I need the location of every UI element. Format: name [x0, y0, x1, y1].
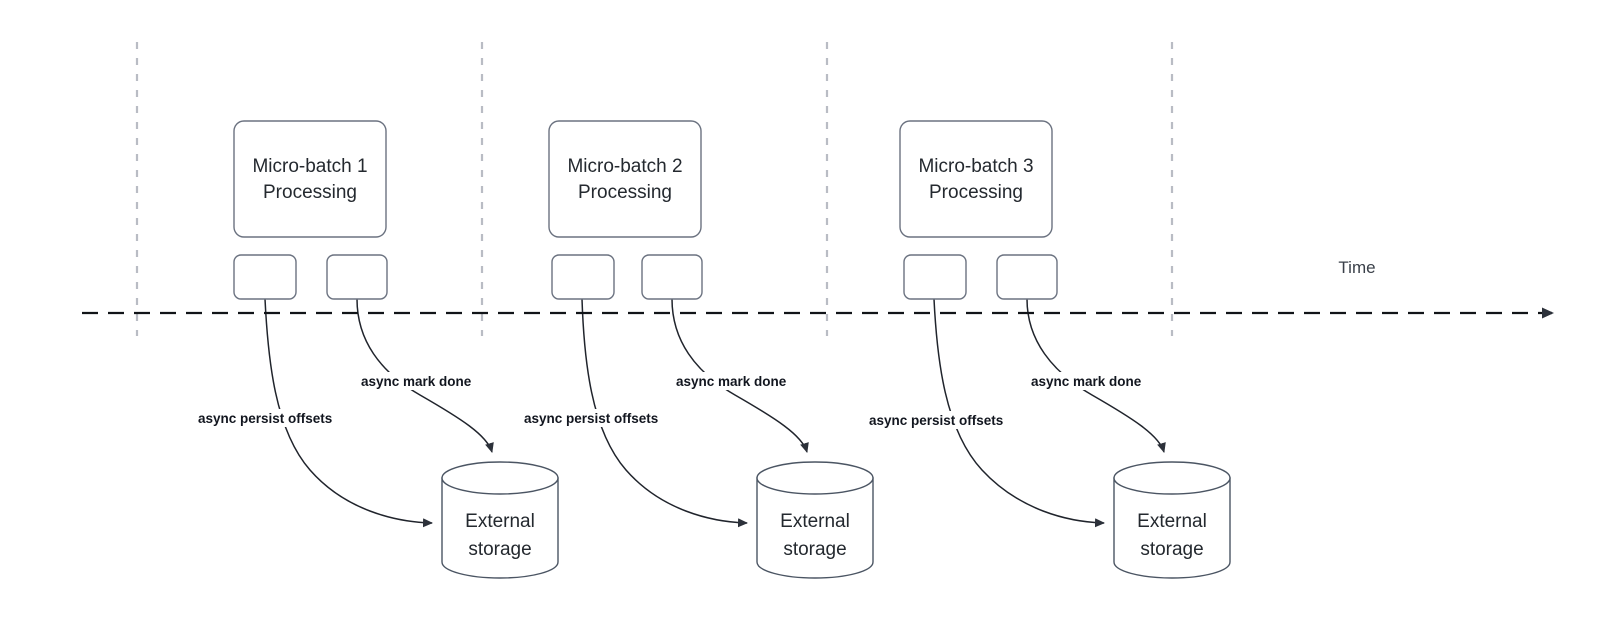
micro-batch-group-1: Micro-batch 1 Processing External storag…	[196, 120, 559, 579]
persist-offsets-2-label-bg	[522, 409, 698, 427]
edge-label-persist-offsets-1: async persist offsets	[198, 411, 332, 426]
external-storage-2-label-line1: External	[780, 511, 850, 532]
edge-persist-offsets-3	[933, 298, 1105, 528]
cylinder-body-1	[441, 477, 559, 579]
edge-label-mark-done-2: async mark done	[676, 374, 787, 389]
separator-group	[135, 42, 1174, 336]
micro-batch-3-box[interactable]	[899, 120, 1053, 238]
micro-batch-1-box[interactable]	[233, 120, 387, 238]
external-storage-1-label-line2: storage	[468, 539, 531, 560]
edge-persist-offsets-2	[581, 298, 748, 528]
cylinder-top-3	[1113, 461, 1231, 495]
external-storage-3[interactable]: External storage	[1113, 461, 1231, 579]
persist-offsets-1-label-bg	[196, 409, 372, 427]
edge-mark-done-1	[356, 298, 494, 453]
edge-mark-done-2	[671, 298, 809, 453]
external-storage-1[interactable]: External storage	[441, 461, 559, 579]
task-box-1b[interactable]	[326, 254, 388, 300]
cylinder-top-2	[756, 461, 874, 495]
external-storage-3-label-line1: External	[1137, 511, 1207, 532]
micro-batch-2-label-line1: Micro-batch 2	[567, 156, 682, 177]
task-box-3a[interactable]	[903, 254, 967, 300]
cylinder-body-2	[756, 477, 874, 579]
mark-done-1-label-bg	[359, 372, 498, 390]
edge-label-mark-done-1: async mark done	[361, 374, 472, 389]
micro-batch-3-label-line1: Micro-batch 3	[918, 156, 1033, 177]
edge-mark-done-3	[1026, 298, 1166, 453]
micro-batch-2-box[interactable]	[548, 120, 702, 238]
edge-label-persist-offsets-2: async persist offsets	[524, 411, 658, 426]
edge-persist-offsets-1	[264, 298, 433, 528]
task-box-2b[interactable]	[641, 254, 703, 300]
cylinder-body-3	[1113, 477, 1231, 579]
micro-batch-group-2: Micro-batch 2 Processing External storag…	[522, 120, 874, 579]
micro-batch-2-label-line2: Processing	[578, 182, 672, 203]
mark-done-2-label-bg	[674, 372, 813, 390]
time-axis: Time	[82, 258, 1554, 319]
external-storage-2[interactable]: External storage	[756, 461, 874, 579]
flow-edges	[264, 298, 1166, 528]
external-storage-2-label-line2: storage	[783, 539, 846, 560]
cylinder-top-1	[441, 461, 559, 495]
external-storage-3-label-line2: storage	[1140, 539, 1203, 560]
task-box-2a[interactable]	[551, 254, 615, 300]
micro-batch-1-label-line1: Micro-batch 1	[252, 156, 367, 177]
mark-done-3-label-bg	[1029, 372, 1168, 390]
edge-label-mark-done-3: async mark done	[1031, 374, 1142, 389]
persist-offsets-3-label-bg	[867, 411, 1043, 429]
task-box-3b[interactable]	[996, 254, 1058, 300]
micro-batch-1-label-line2: Processing	[263, 182, 357, 203]
time-axis-label: Time	[1338, 258, 1375, 277]
task-box-1a[interactable]	[233, 254, 297, 300]
external-storage-1-label-line1: External	[465, 511, 535, 532]
edge-label-persist-offsets-3: async persist offsets	[869, 413, 1003, 428]
micro-batch-group-3: Micro-batch 3 Processing External storag…	[867, 120, 1231, 579]
micro-batch-3-label-line2: Processing	[929, 182, 1023, 203]
